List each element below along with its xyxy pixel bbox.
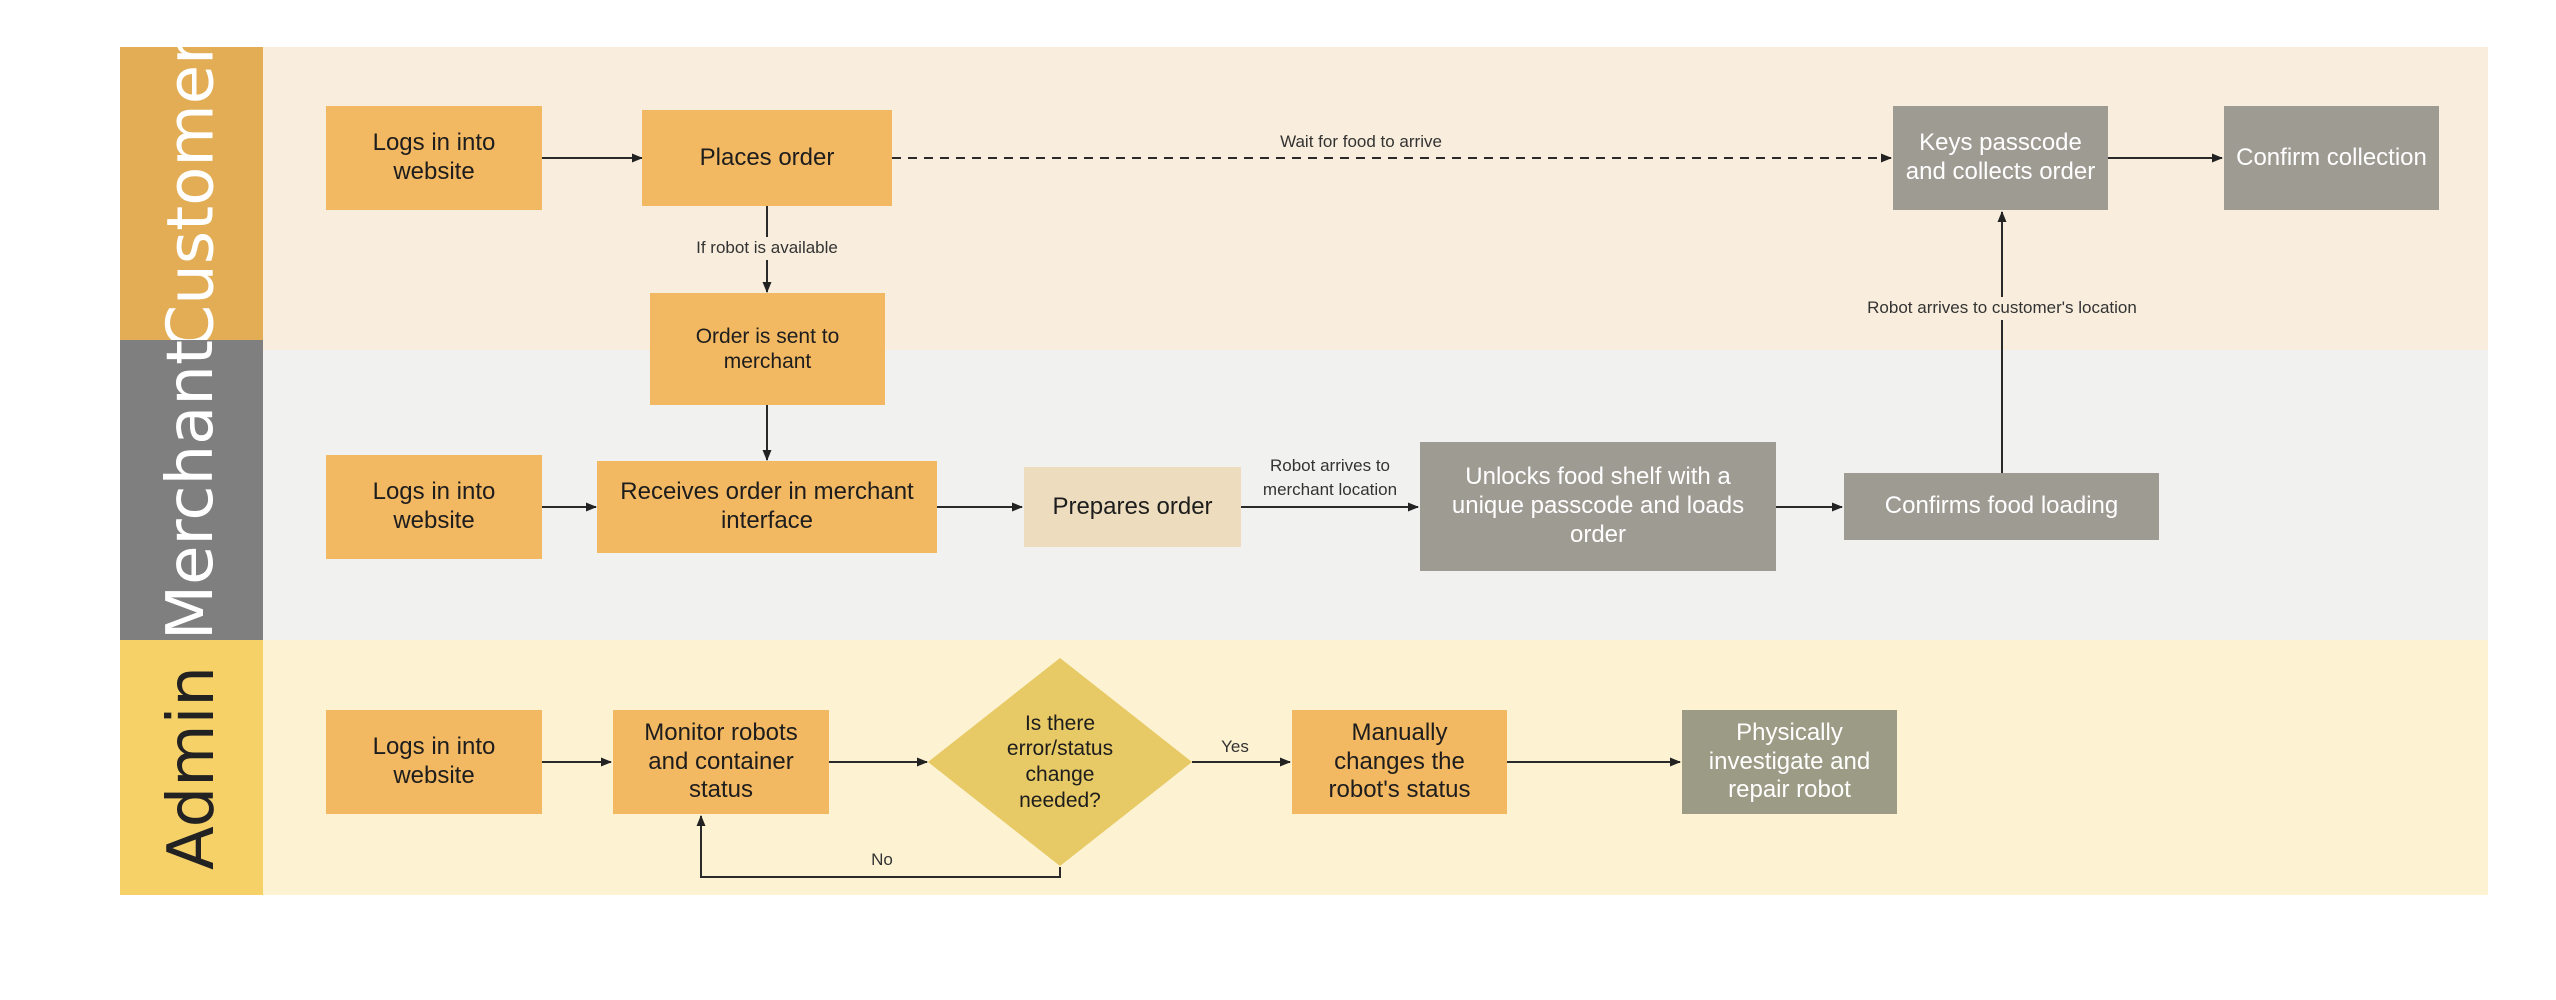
customer-login-node: Logs in into website bbox=[326, 106, 542, 210]
confirm-collection-node: Confirm collection bbox=[2224, 106, 2439, 210]
wait-label: Wait for food to arrive bbox=[1280, 132, 1442, 151]
customer-lane-label: Customer bbox=[120, 47, 263, 340]
keys-passcode-node: Keys passcode and collects order bbox=[1893, 106, 2108, 210]
robot-merchant-label-line1: Robot arrives to bbox=[1270, 456, 1390, 475]
prepare-order-node: Prepares order bbox=[1024, 467, 1241, 547]
decision-diamond bbox=[928, 658, 1192, 866]
decision-text: Is there error/status change needed? bbox=[1006, 711, 1114, 812]
yes-label: Yes bbox=[1221, 737, 1249, 756]
place-order-node: Places order bbox=[642, 110, 892, 206]
admin-login-node: Logs in into website bbox=[326, 710, 542, 814]
order-sent-node: Order is sent to merchant bbox=[650, 293, 885, 405]
merchant-lane-label: Merchant bbox=[120, 340, 263, 640]
robot-available-label: If robot is available bbox=[696, 237, 838, 260]
robot-merchant-label-line2: merchant location bbox=[1262, 480, 1398, 499]
admin-lane-label: Admin bbox=[120, 640, 263, 895]
receive-order-node: Receives order in merchant interface bbox=[597, 461, 937, 553]
unlock-shelf-node: Unlocks food shelf with a unique passcod… bbox=[1420, 442, 1776, 571]
repair-robot-node: Physically investigate and repair robot bbox=[1682, 710, 1897, 814]
manual-change-node: Manually changes the robot's status bbox=[1292, 710, 1507, 814]
monitor-robots-node: Monitor robots and container status bbox=[613, 710, 829, 814]
merchant-login-node: Logs in into website bbox=[326, 455, 542, 559]
arrow-decision-no-to-monitor bbox=[696, 815, 1061, 878]
robot-customer-label: Robot arrives to customer's location bbox=[1867, 297, 2137, 320]
confirm-loading-node: Confirms food loading bbox=[1844, 473, 2159, 540]
no-label: No bbox=[871, 850, 893, 869]
